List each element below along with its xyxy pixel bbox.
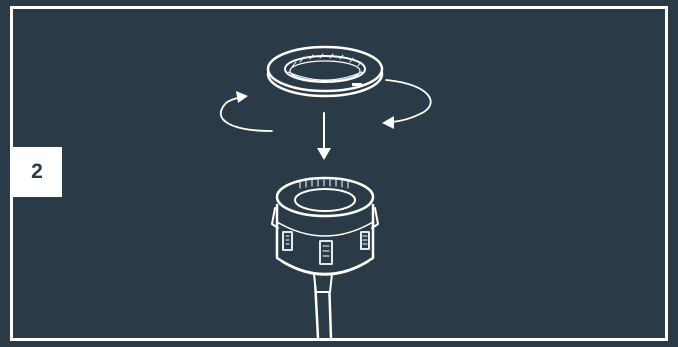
- sensor-housing-icon: [271, 176, 379, 340]
- step-number-badge: 2: [12, 147, 62, 197]
- panel-border: [10, 6, 668, 341]
- rotate-arrow-left-icon: [219, 91, 273, 132]
- step-number: 2: [31, 160, 43, 183]
- retaining-ring-icon: [266, 45, 384, 98]
- arrow-down-icon: [317, 112, 331, 160]
- rotate-arrow-right-icon: [382, 79, 432, 129]
